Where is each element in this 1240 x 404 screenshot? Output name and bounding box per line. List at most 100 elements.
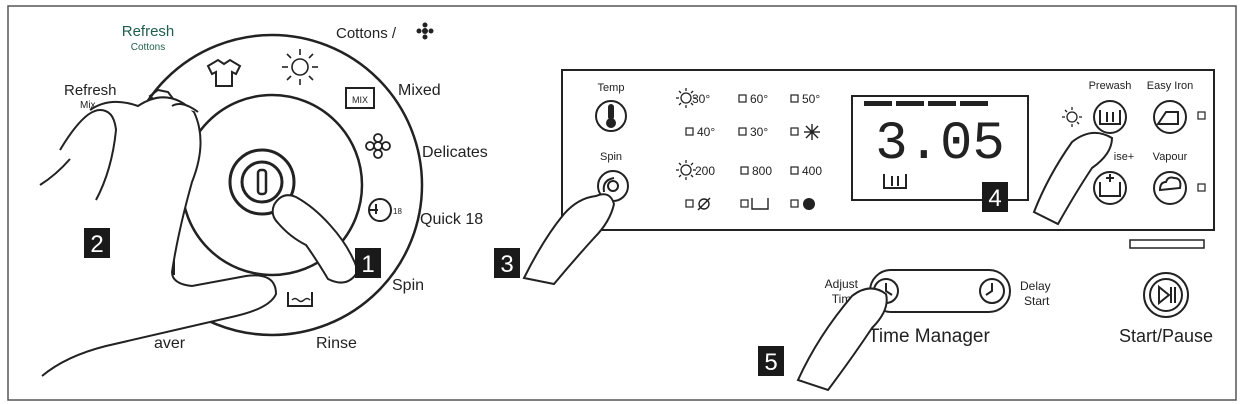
spin-swirl-icon [602,177,619,193]
dial-pointer [256,168,268,196]
diagram-frame [7,5,1237,401]
spin-option-1200-active: 200 [676,160,715,180]
sun-indicator-icon [676,88,696,108]
label-delicates: Delicates [422,144,488,161]
prewash-button[interactable] [1093,100,1127,134]
svg-text:50°: 50° [802,92,820,106]
iron-icon [1156,111,1179,125]
vapour-indicator [1197,183,1206,192]
svg-text:400: 400 [802,164,822,178]
svg-text:800: 800 [752,164,772,178]
quick-clock-icon: 18 [368,198,402,222]
svg-text:4: 4 [988,185,1001,212]
hand-turning-dial [39,96,278,377]
spin-option-night [790,198,815,210]
spin-option-800: 800 [740,164,772,178]
spin-label: Spin [600,151,622,163]
flower-icon [365,133,391,159]
cotton-flower-icon [416,22,434,40]
display-tub-icon [883,174,907,189]
delay-start-button[interactable] [979,278,1005,304]
start-pause-label: Start/Pause [1119,326,1213,346]
spin-option-400: 400 [790,164,822,178]
rinse-hold-icon [751,198,769,210]
prewash-tub-icon [1099,110,1121,125]
label-refresh-mix: Refresh [64,82,117,99]
temp-option-cold [790,124,820,140]
temp-option-30: 30° [738,125,768,139]
adjust-time-label-line1: Adjust [825,277,859,291]
svg-text:18: 18 [393,207,402,216]
time-manager-label: Time Manager [868,326,990,347]
start-pause-button[interactable] [1143,272,1189,318]
play-pause-icon [1158,284,1176,306]
start-pause-indicator-bar [1129,239,1205,249]
no-spin-icon [698,198,710,210]
spin-option-no-spin [685,197,711,211]
program-dial[interactable]: MIX 18 Refresh Cottons Cottons / [64,22,488,353]
rinse-tub-icon [287,292,313,307]
step-badge-1: 1 [355,248,381,278]
step-badge-3: 3 [494,248,520,278]
easy-iron-indicator [1197,111,1206,120]
steam-sun-icon [282,49,318,85]
svg-text:30°: 30° [692,92,710,106]
svg-text:5: 5 [764,349,777,376]
rinse-plus-label: ise+ [1114,151,1135,163]
temp-option-50: 50° [790,92,820,106]
cold-snowflake-icon [804,124,820,140]
display-time-value: 3.05 [875,114,1005,175]
label-quick18: Quick 18 [420,211,483,228]
svg-text:30°: 30° [750,125,768,139]
temp-option-60: 60° [738,92,768,106]
svg-text:MIX: MIX [352,95,368,105]
label-mixed: Mixed [398,82,441,99]
svg-text:40°: 40° [697,125,715,139]
finger-pressing-knob [271,194,360,284]
finger-pressing-adjust-time [796,287,888,392]
vapour-label: Vapour [1153,151,1188,163]
clock-icon [885,283,893,296]
prewash-label: Prewash [1089,80,1132,92]
step-badge-2: 2 [84,228,110,258]
label-refresh-mix-sub: Mix [80,100,96,111]
spin-option-rinse-hold [740,198,769,210]
finger-pressing-prewash [1032,131,1114,226]
time-manager: Adjust Time Delay Start Time Manager [825,269,1051,347]
finger-pressing-spin [522,193,616,286]
label-rinse: Rinse [316,335,357,352]
easy-iron-label: Easy Iron [1147,80,1193,92]
svg-text:200: 200 [695,164,715,178]
svg-text:3: 3 [500,251,513,278]
label-refresh-cottons: Refresh [122,23,175,40]
control-panel: Temp Spin 30° [561,69,1215,231]
step-badge-4: 4 [982,182,1008,212]
label-cottons: Cottons / [336,25,397,42]
sun-indicator-icon [676,160,696,180]
label-spin: Spin [392,277,424,294]
cloud-icon [1158,176,1182,192]
step-badge-5: 5 [758,346,784,376]
prewash-sun-indicator-icon [1062,107,1082,127]
t-shirt-icon [206,58,242,87]
temp-option-40: 40° [685,125,715,139]
night-cycle-icon [803,198,815,210]
svg-text:2: 2 [90,231,103,258]
delay-start-label-line1: Delay [1020,279,1051,293]
thermometer-icon [606,104,616,128]
label-refresh-cottons-sub: Cottons [131,42,165,53]
easy-iron-button[interactable] [1153,100,1187,134]
mix-tub-icon: MIX [345,87,375,109]
temp-label: Temp [598,82,625,94]
label-saver: aver [154,335,186,352]
svg-text:60°: 60° [750,92,768,106]
rinse-plus-button[interactable] [1093,171,1127,205]
temp-option-30-active: 30° [676,88,710,108]
delay-clock-icon [985,283,993,296]
temp-button[interactable] [595,100,627,132]
rinse-plus-tub-icon [1099,182,1121,197]
delay-start-label-line2: Start [1024,294,1050,308]
svg-text:1: 1 [361,251,374,278]
vapour-button[interactable] [1153,171,1187,205]
